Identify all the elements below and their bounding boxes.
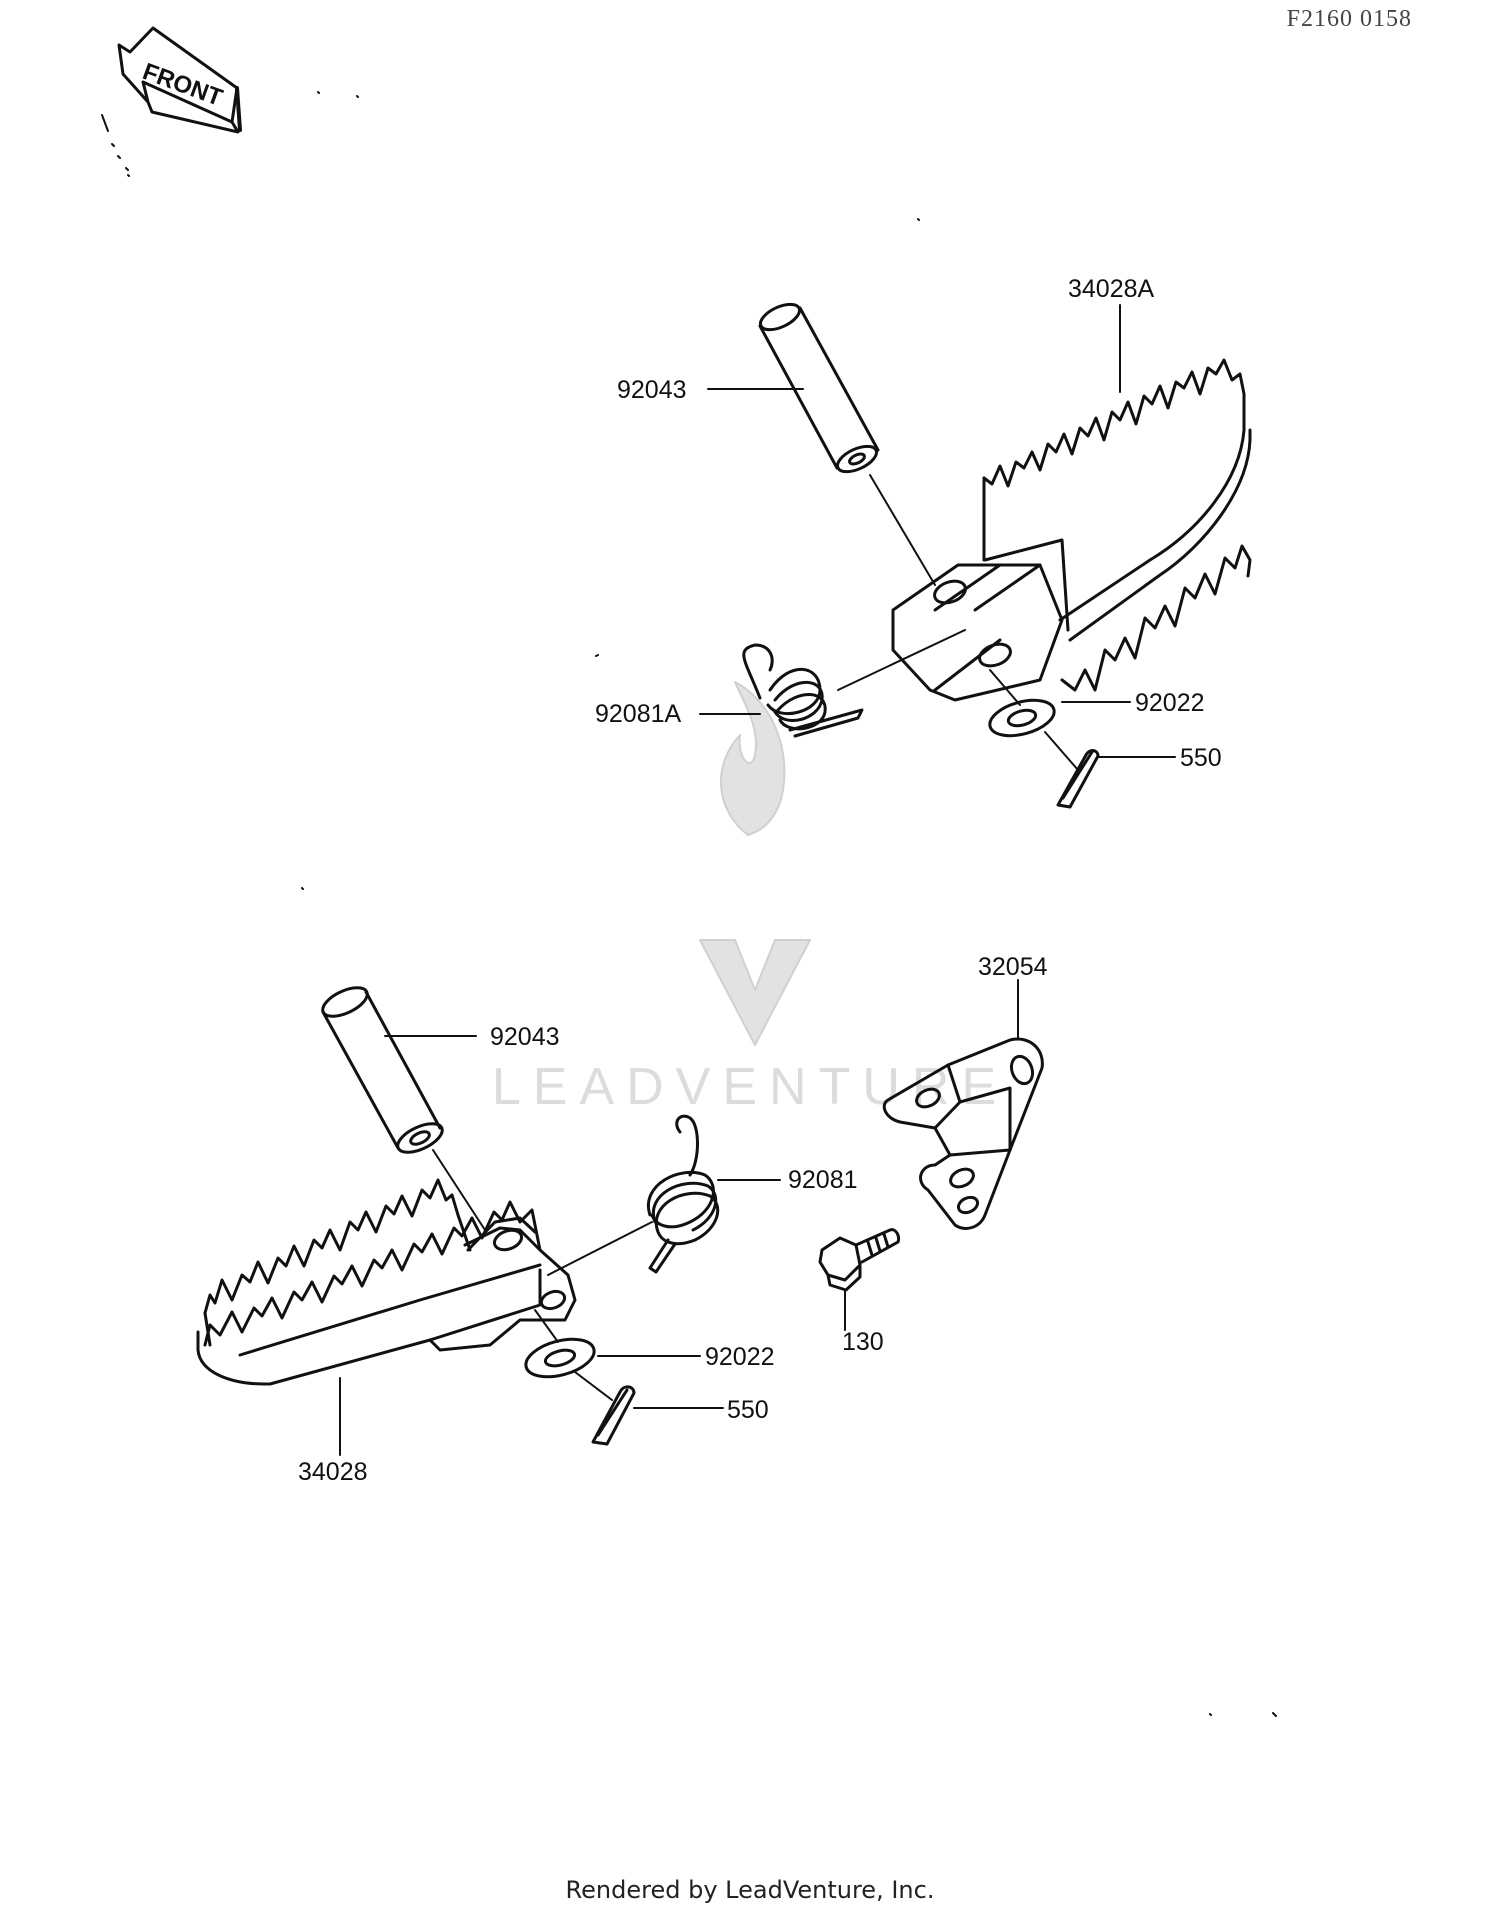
lower-bracket[interactable] xyxy=(882,1037,1044,1230)
callout-lower-cotter-pin: 550 xyxy=(727,1396,769,1424)
callout-lower-bolt: 130 xyxy=(842,1328,884,1356)
footer-credit: Rendered by LeadVenture, Inc. xyxy=(565,1876,935,1904)
callout-lower-footpeg: 34028 xyxy=(298,1458,368,1486)
callout-upper-footpeg: 34028A xyxy=(1068,275,1155,303)
upper-footpeg[interactable] xyxy=(891,358,1252,702)
callout-upper-pin: 92043 xyxy=(617,376,687,404)
lower-footpeg[interactable] xyxy=(196,1178,577,1386)
lower-leader-lines xyxy=(339,979,1019,1456)
diagram-code: F2160 0158 xyxy=(1286,6,1412,32)
front-label: FRONT xyxy=(139,58,226,112)
lower-cotter-pin[interactable] xyxy=(591,1385,636,1446)
watermark-text: LEADVENTURE xyxy=(492,1058,1008,1116)
front-arrow-icon xyxy=(117,26,242,134)
lower-pivot-pin[interactable] xyxy=(319,982,447,1158)
lower-flange-bolt[interactable] xyxy=(818,1228,900,1292)
callout-lower-washer: 92022 xyxy=(705,1343,775,1371)
upper-leader-lines xyxy=(699,304,1176,758)
callout-lower-bracket: 32054 xyxy=(978,953,1048,981)
callout-lower-pin: 92043 xyxy=(490,1023,560,1051)
upper-assembly-lines xyxy=(837,474,1079,771)
lower-assembly-lines xyxy=(432,1149,653,1401)
callout-upper-washer: 92022 xyxy=(1135,689,1205,717)
upper-torsion-spring[interactable] xyxy=(742,643,864,738)
callout-lower-spring: 92081 xyxy=(788,1166,858,1194)
callout-upper-cotter-pin: 550 xyxy=(1180,744,1222,772)
upper-cotter-pin[interactable] xyxy=(1056,749,1100,809)
lower-washer[interactable] xyxy=(522,1333,598,1384)
callout-upper-spring: 92081A xyxy=(595,700,682,728)
watermark-logo xyxy=(699,681,811,1046)
scan-specks xyxy=(101,91,1277,1717)
upper-pivot-pin[interactable] xyxy=(757,299,881,477)
lower-torsion-spring[interactable] xyxy=(646,1114,720,1274)
